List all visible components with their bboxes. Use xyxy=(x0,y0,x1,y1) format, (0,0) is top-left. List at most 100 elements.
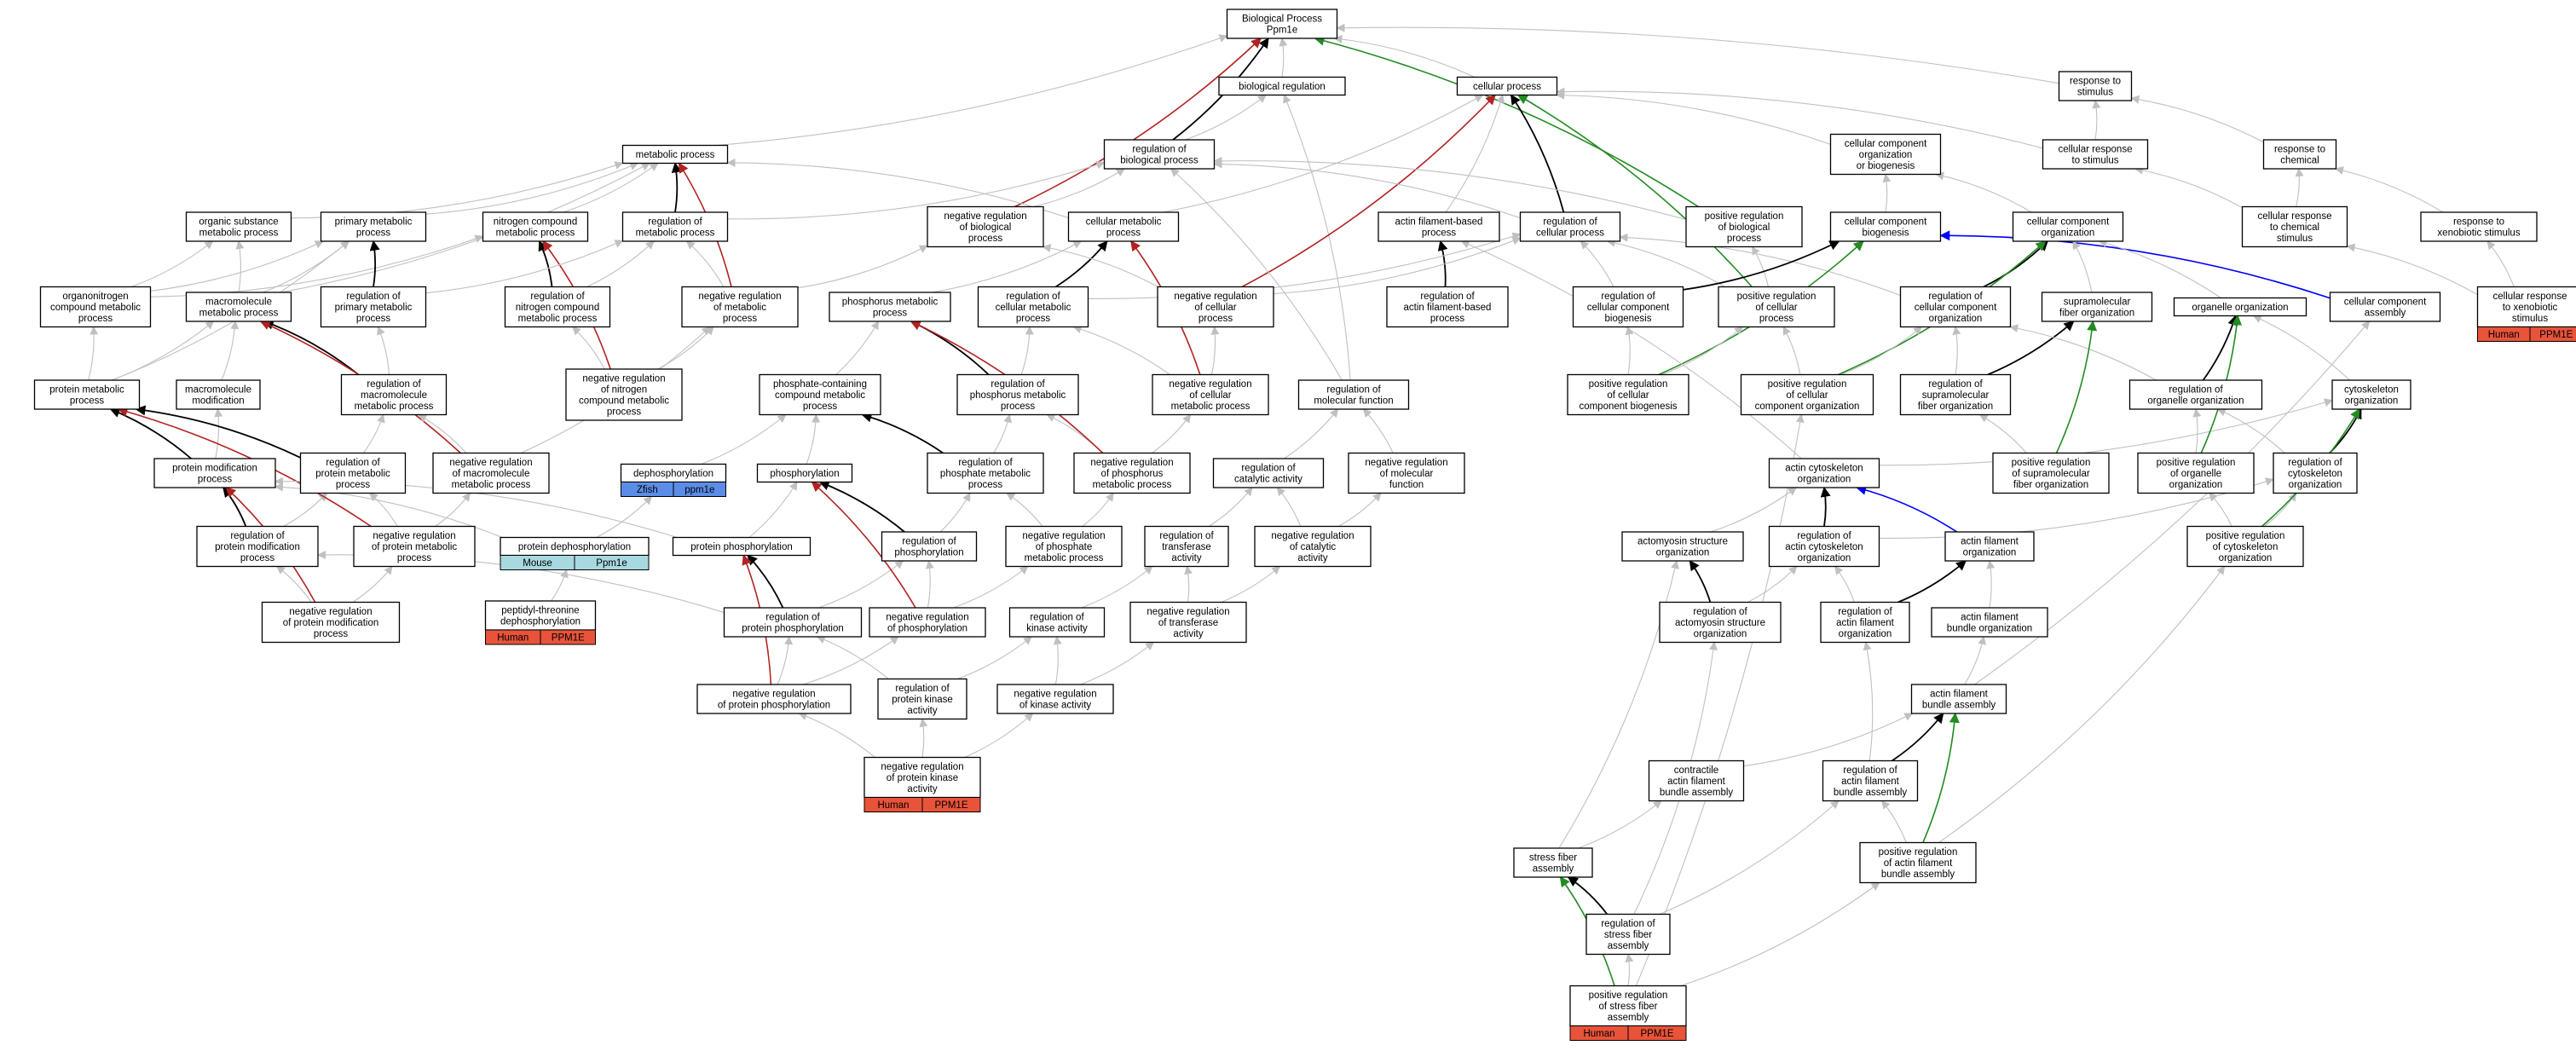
node-box xyxy=(2041,292,2153,322)
go-term-node-mp[interactable]: metabolic process xyxy=(621,144,729,165)
go-term-node-pphos[interactable]: protein phosphorylation xyxy=(672,536,811,557)
go-term-node-ptd[interactable]: peptidyl-threoninedephosphorylationHuman… xyxy=(484,600,597,645)
node-box xyxy=(432,452,550,494)
edge-rta-to-rca xyxy=(1208,487,1253,527)
edge-rpmp-to-rmp xyxy=(425,240,624,294)
go-term-node-phos[interactable]: phosphorylation xyxy=(756,463,853,483)
go-term-node-br[interactable]: biological regulation xyxy=(1218,76,1346,96)
go-term-node-oo[interactable]: organelle organization xyxy=(2173,297,2307,317)
go-term-node-cp[interactable]: cellular process xyxy=(1456,76,1558,96)
